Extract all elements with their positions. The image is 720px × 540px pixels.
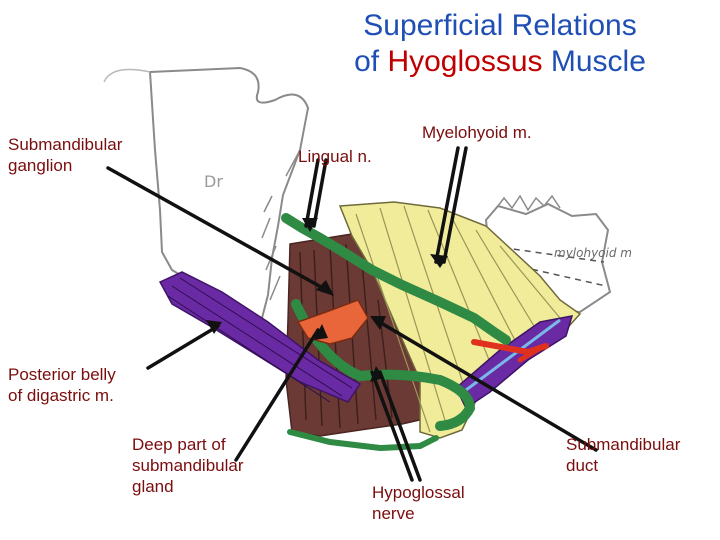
leader-posterior-belly <box>146 324 220 370</box>
leader-submandibular-ganglion <box>106 166 332 294</box>
arrowheads <box>206 218 448 382</box>
page-title: Superficial Relations of Hyoglossus Musc… <box>300 8 700 80</box>
label-submandibular-duct: Submandibular duct <box>566 435 681 475</box>
leader-lingual-nerve-a <box>304 158 320 228</box>
digastric-posterior-belly <box>158 271 362 403</box>
arrowhead-hypoglossal <box>370 366 384 382</box>
arrowhead-myelohyoid <box>430 254 448 268</box>
label-myelohyoid: Myelohyoid m. <box>422 123 532 142</box>
arrowhead-lingual <box>302 218 318 232</box>
leader-deep-part-gland <box>234 328 320 462</box>
lingual-nerve-path <box>281 213 511 345</box>
leader-submandibular-duct <box>374 318 598 452</box>
hypoglossal-nerve-path <box>291 299 476 431</box>
leader-hypoglossal-a <box>378 370 422 482</box>
digastric-tendon <box>457 318 561 398</box>
title-highlight: Hyoglossus <box>387 45 543 78</box>
sketch-text-mylohyoid: mylohyoid m <box>554 246 632 260</box>
condyle-sketch <box>103 68 151 83</box>
leader-hypoglossal-b <box>370 370 414 482</box>
digastric-fibers <box>167 277 353 403</box>
leader-lines <box>106 146 598 482</box>
title-line-1: Superficial Relations <box>363 9 637 42</box>
title-prefix: of <box>354 45 388 78</box>
label-posterior-belly: Posterior belly of digastric m. <box>8 365 116 405</box>
sketch-text-dr: Dr <box>204 172 223 191</box>
duct-opening <box>517 343 547 363</box>
arrowhead-gland <box>314 324 328 340</box>
arrowhead-duct <box>370 316 386 330</box>
title-suffix: Muscle <box>542 45 646 78</box>
dashed-guide <box>491 245 607 287</box>
arrowhead-posterior-belly <box>206 320 222 334</box>
label-lingual-nerve: Lingual n. <box>298 147 372 166</box>
label-hypoglossal-nerve: Hypoglossal nerve <box>372 483 465 523</box>
arrowhead-ganglion <box>316 280 334 296</box>
mandible-teeth-sketch <box>497 194 561 212</box>
hyoid-strip <box>287 429 439 452</box>
leader-myelohyoid-b <box>442 146 468 264</box>
leader-lingual-nerve-b <box>312 158 328 228</box>
label-deep-part-gland: Deep part of submandibular gland <box>132 435 244 496</box>
label-submandibular-ganglion: Submandibular ganglion <box>8 135 123 175</box>
leader-myelohyoid-a <box>434 146 460 264</box>
title-line-2: of Hyoglossus Muscle <box>300 44 700 80</box>
